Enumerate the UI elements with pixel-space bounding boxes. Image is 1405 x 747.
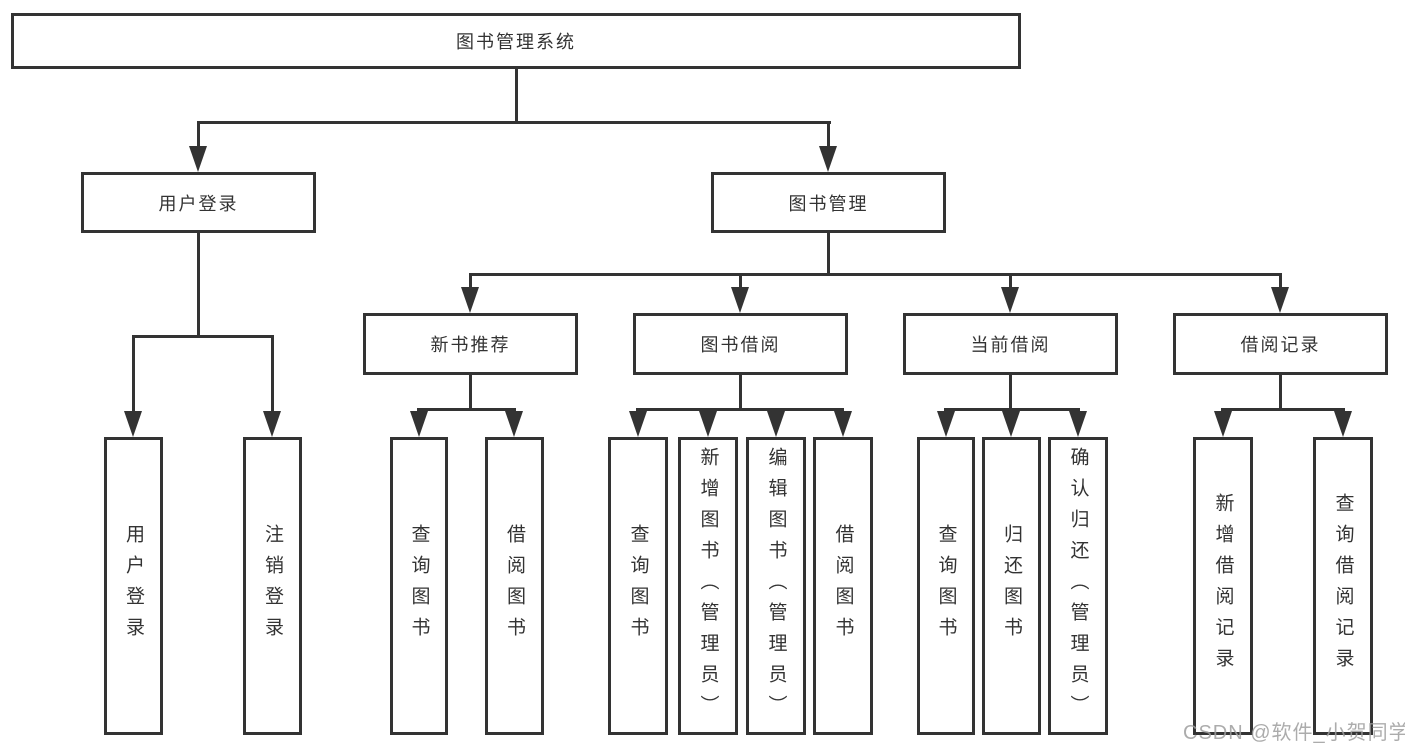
- leaf-add-borrow-record: 新增借阅记录: [1193, 437, 1253, 735]
- leaf-label: 编辑图书（管理员）: [765, 446, 787, 726]
- connector-line: [469, 273, 1282, 276]
- node-new-book-recommend: 新书推荐: [363, 313, 578, 375]
- node-book-borrow: 图书借阅: [633, 313, 848, 375]
- leaf-borrow-books-recommend: 借阅图书: [485, 437, 544, 735]
- connector-line: [1279, 375, 1282, 411]
- leaf-label: 用户登录: [123, 524, 144, 648]
- leaf-label: 新增借阅记录: [1212, 493, 1234, 679]
- arrowhead-down-icon: [1334, 411, 1352, 437]
- leaf-label: 注销登录: [262, 524, 283, 648]
- connector-line: [132, 335, 135, 413]
- arrowhead-down-icon: [505, 411, 523, 437]
- leaf-query-books-recommend: 查询图书: [390, 437, 448, 735]
- arrowhead-down-icon: [629, 411, 647, 437]
- connector-line: [1221, 408, 1345, 411]
- leaf-borrow-books: 借阅图书: [813, 437, 873, 735]
- leaf-logout: 注销登录: [243, 437, 302, 735]
- connector-line: [944, 408, 1080, 411]
- node-book-mgmt-label: 图书管理: [788, 193, 869, 214]
- connector-line: [1009, 273, 1012, 289]
- connector-line: [132, 335, 274, 338]
- node-root-label: 图书管理系统: [456, 32, 576, 52]
- watermark: CSDN @软件_小贺同学: [1183, 722, 1405, 744]
- leaf-user-login: 用户登录: [104, 437, 163, 735]
- connector-line: [271, 335, 274, 413]
- leaf-query-borrow-record: 查询借阅记录: [1313, 437, 1373, 735]
- arrowhead-down-icon: [699, 411, 717, 437]
- connector-line: [827, 121, 830, 150]
- leaf-label: 借阅图书: [504, 524, 525, 648]
- leaf-label: 查询图书: [408, 524, 430, 648]
- connector-line: [197, 233, 200, 338]
- connector-line: [1009, 375, 1012, 411]
- leaf-query-books-borrow: 查询图书: [608, 437, 668, 735]
- node-root: 图书管理系统: [11, 13, 1021, 69]
- leaf-edit-book-admin: 编辑图书（管理员）: [746, 437, 806, 735]
- arrowhead-down-icon: [1001, 287, 1019, 313]
- arrowhead-down-icon: [834, 411, 852, 437]
- node-current-borrow: 当前借阅: [903, 313, 1118, 375]
- node-book-borrow-label: 图书借阅: [700, 335, 781, 355]
- leaf-label: 借阅图书: [832, 524, 854, 648]
- leaf-label: 查询借阅记录: [1332, 493, 1354, 679]
- arrowhead-down-icon: [937, 411, 955, 437]
- connector-line: [1279, 273, 1282, 289]
- leaf-label: 新增图书（管理员）: [697, 446, 719, 726]
- connector-line: [515, 69, 518, 124]
- leaf-label: 确认归还（管理员）: [1067, 446, 1089, 726]
- arrowhead-down-icon: [461, 287, 479, 313]
- arrowhead-down-icon: [263, 411, 281, 437]
- connector-line: [197, 121, 200, 150]
- arrowhead-down-icon: [1069, 411, 1087, 437]
- leaf-label: 归还图书: [1001, 524, 1022, 648]
- node-current-borrow-label: 当前借阅: [970, 335, 1051, 355]
- leaf-return-books: 归还图书: [982, 437, 1041, 735]
- node-user-login-label: 用户登录: [158, 193, 239, 214]
- connector-line: [417, 408, 516, 411]
- node-borrow-records: 借阅记录: [1173, 313, 1388, 375]
- connector-line: [636, 408, 844, 411]
- leaf-label: 查询图书: [627, 524, 649, 648]
- arrowhead-down-icon: [767, 411, 785, 437]
- leaf-confirm-return-admin: 确认归还（管理员）: [1048, 437, 1108, 735]
- arrowhead-down-icon: [731, 287, 749, 313]
- node-book-mgmt: 图书管理: [711, 172, 946, 233]
- leaf-query-books-current: 查询图书: [917, 437, 975, 735]
- arrowhead-down-icon: [1214, 411, 1232, 437]
- connector-line: [469, 375, 472, 411]
- arrowhead-down-icon: [1271, 287, 1289, 313]
- connector-line: [827, 233, 830, 276]
- connector-line: [197, 121, 831, 124]
- node-borrow-records-label: 借阅记录: [1240, 335, 1321, 355]
- node-user-login: 用户登录: [81, 172, 316, 233]
- arrowhead-down-icon: [819, 146, 837, 172]
- connector-line: [739, 375, 742, 411]
- leaf-label: 查询图书: [935, 524, 957, 648]
- node-new-book-recommend-label: 新书推荐: [430, 335, 511, 355]
- leaf-add-book-admin: 新增图书（管理员）: [678, 437, 738, 735]
- arrowhead-down-icon: [1002, 411, 1020, 437]
- connector-line: [739, 273, 742, 289]
- connector-line: [469, 273, 472, 289]
- arrowhead-down-icon: [124, 411, 142, 437]
- arrowhead-down-icon: [189, 146, 207, 172]
- arrowhead-down-icon: [410, 411, 428, 437]
